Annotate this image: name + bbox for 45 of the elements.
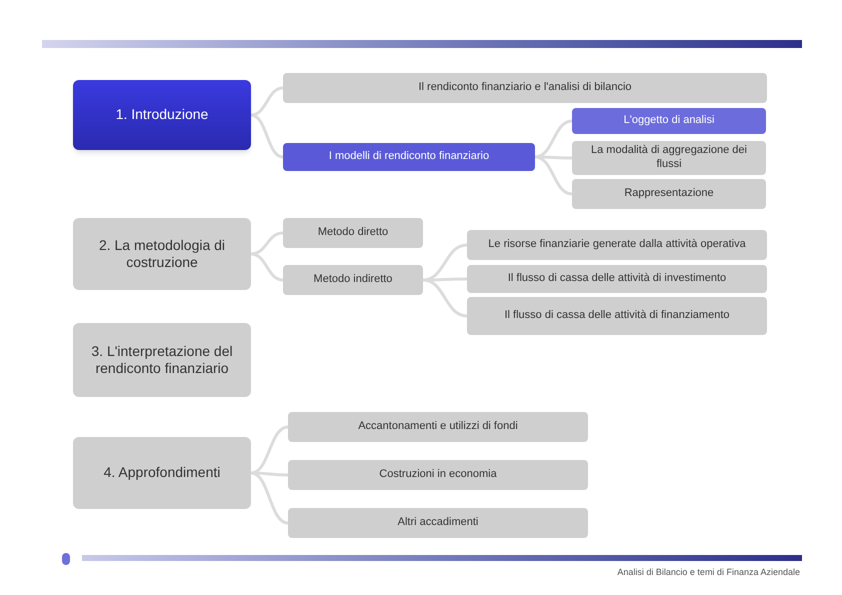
connector-line (250, 252, 284, 282)
connector-line (250, 472, 288, 524)
connector-line (250, 86, 284, 116)
topic-text: Accantonamenti e utilizzi di fondi (358, 420, 518, 434)
topic-text: Costruzioni in economia (379, 468, 497, 482)
connector-line (250, 232, 284, 256)
topic-text: 3. L'interpretazione del rendiconto finanziario (90, 342, 234, 378)
topic-text: I modelli di rendiconto finanziario (328, 150, 490, 164)
topic-box (572, 179, 766, 209)
topic-text: Il flusso di cassa delle attività di investimento (508, 272, 726, 286)
topic-box (283, 265, 423, 295)
topic-box (283, 218, 423, 248)
topic-text: Altri accadimenti (398, 516, 478, 530)
connector-line (250, 426, 288, 474)
topic-box (288, 460, 588, 490)
topic-text: La modalità di aggregazione dei flussi (590, 144, 748, 172)
topic-text: Il flusso di cassa delle attività di finanziamento (504, 309, 730, 323)
connector-line (534, 120, 572, 158)
topic-text: Metodo indiretto (314, 273, 392, 287)
topic-text: 1. Introduzione (116, 106, 208, 124)
topic-box (467, 297, 767, 335)
topic-box (572, 108, 766, 134)
connector-line (250, 114, 284, 158)
topic-box (467, 265, 767, 293)
topic-text: Metodo diretto (318, 226, 388, 240)
connector-line (422, 278, 468, 318)
topic-text: L'oggetto di analisi (624, 114, 714, 128)
topic-box (73, 323, 251, 397)
connector-line (534, 156, 572, 196)
topic-text: 4. Approfondimenti (104, 464, 220, 482)
topic-text: 2. La metodologia di costruzione (98, 236, 226, 272)
topic-box (572, 141, 766, 175)
footer-text: Analisi di Bilancio e temi di Finanza Aziendale (617, 566, 800, 579)
topic-text: Il rendiconto finanziario e l'analisi di bilancio (418, 81, 632, 95)
topic-box (73, 80, 251, 150)
topic-box (283, 143, 535, 171)
topic-box (467, 230, 767, 260)
topic-box (73, 437, 251, 509)
topic-box (283, 73, 767, 103)
topic-box (73, 218, 251, 290)
topic-text: Le risorse finanziarie generate dalla attività operativa (488, 238, 746, 252)
connector-line (422, 244, 468, 282)
topic-box (288, 412, 588, 442)
topic-text: Rappresentazione (624, 187, 714, 201)
topic-box (288, 508, 588, 538)
